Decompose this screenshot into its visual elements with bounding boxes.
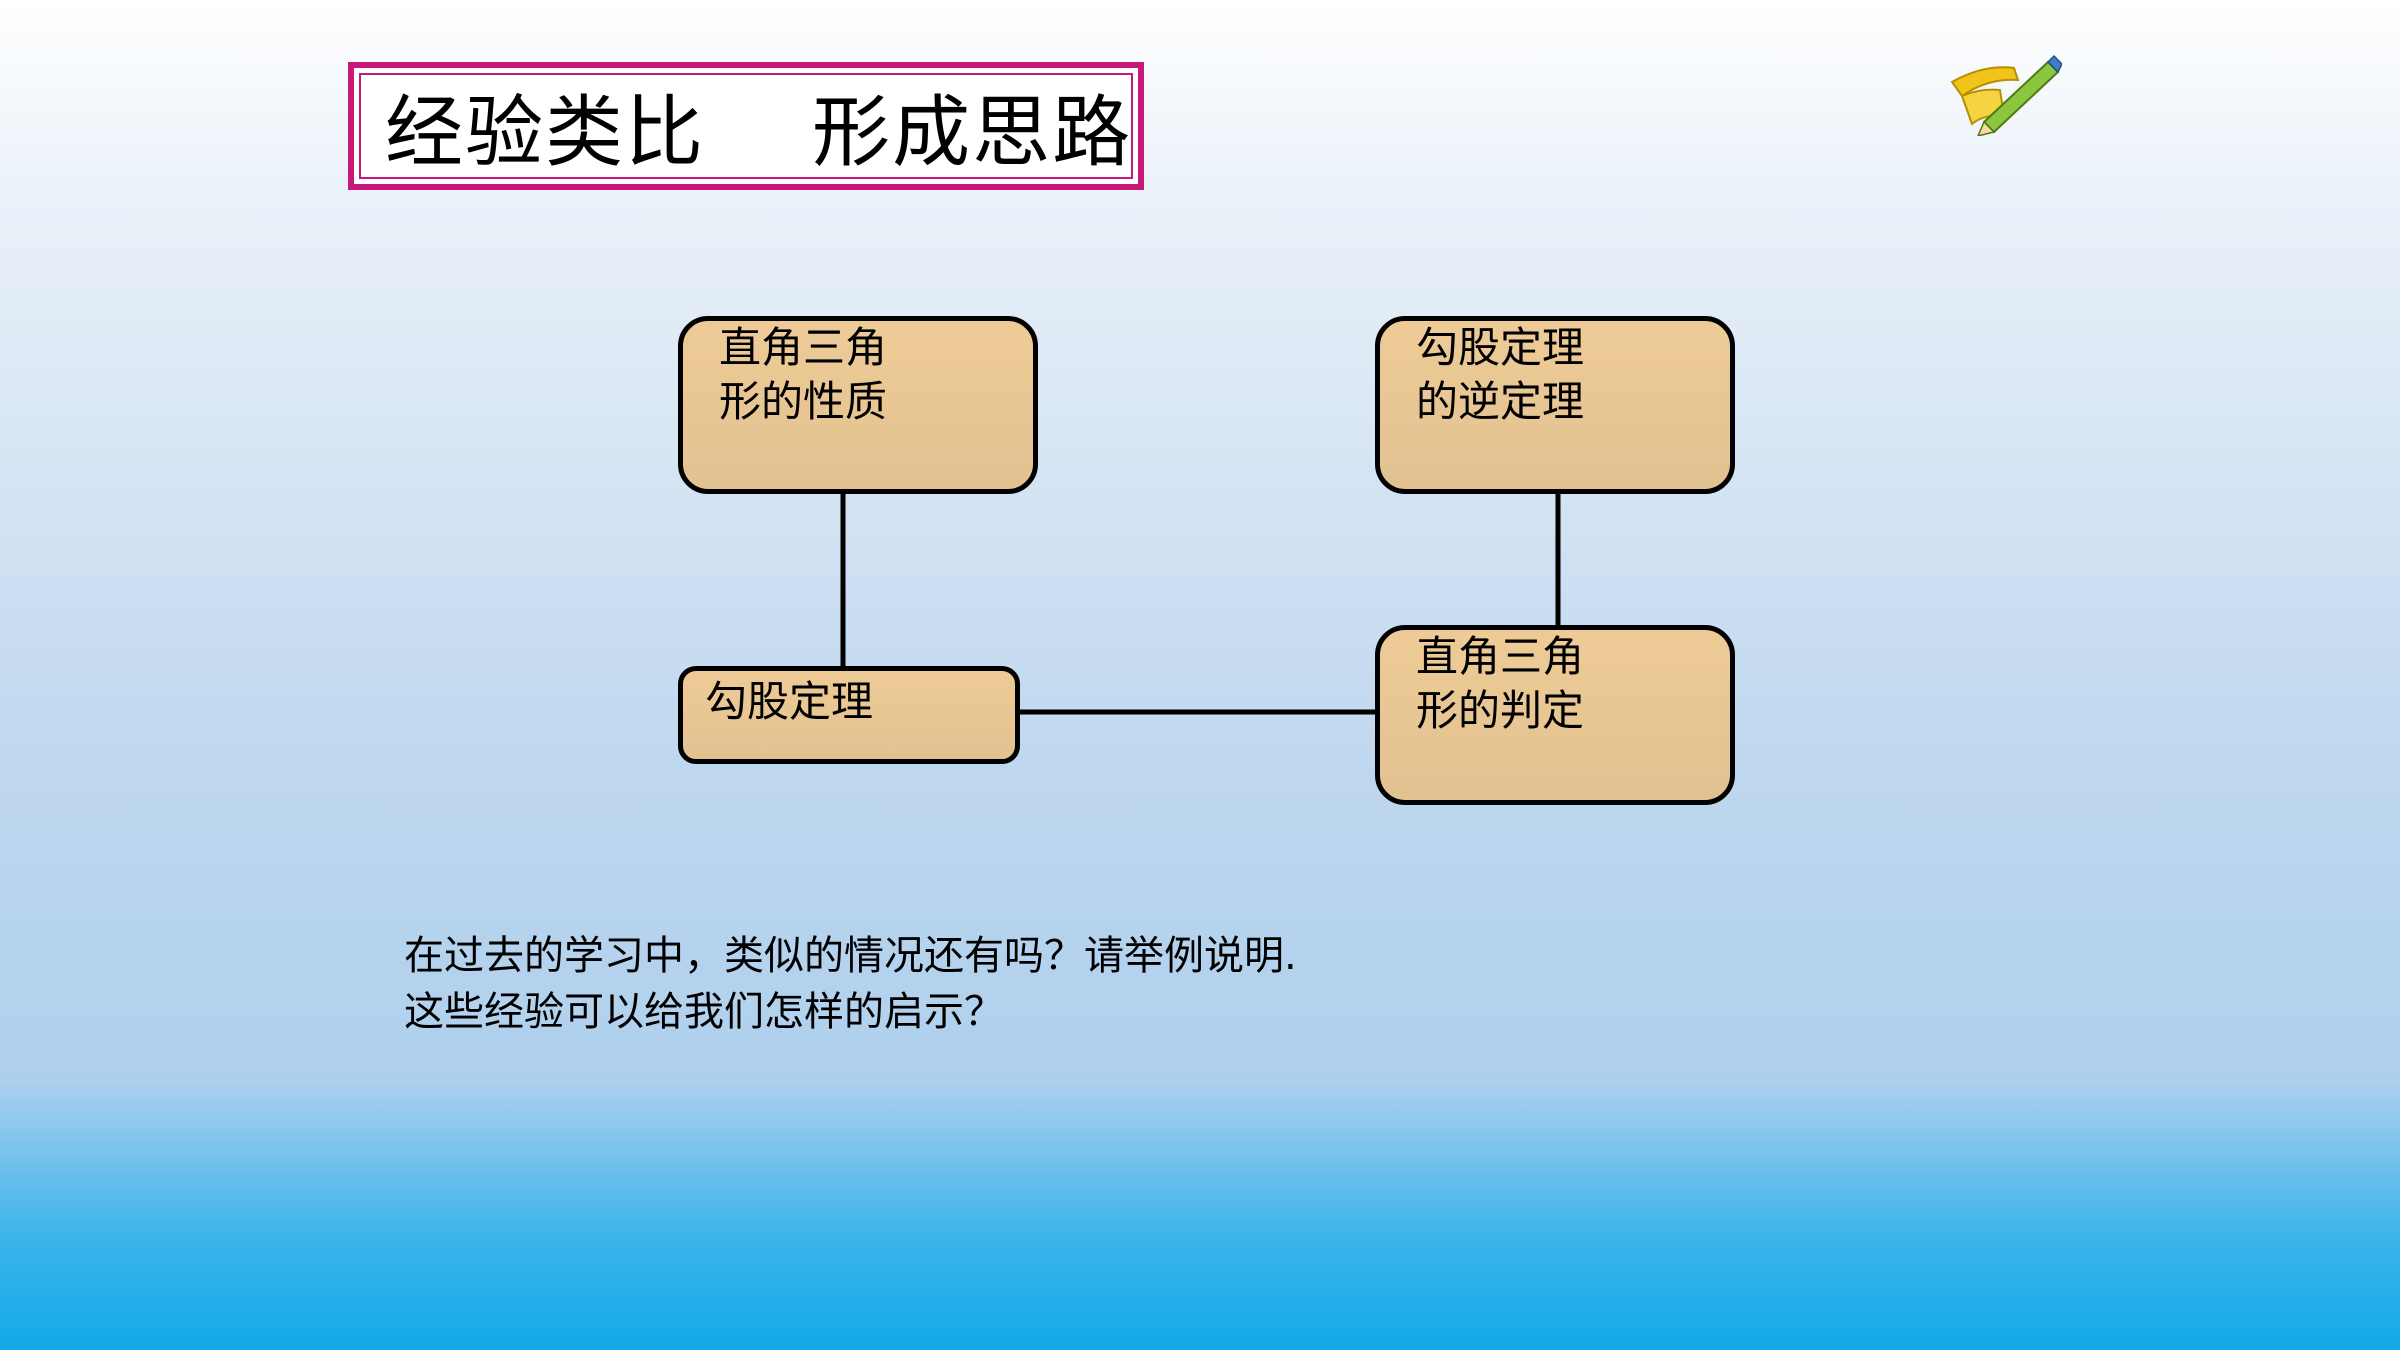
node-label: 勾股定理 xyxy=(705,677,874,726)
node-pythagorean-converse: 勾股定理 的逆定理 xyxy=(1375,316,1735,494)
node-right-triangle-criteria: 直角三角 形的判定 xyxy=(1375,625,1735,805)
slide-title-box: 经验类比 形成思路 xyxy=(348,62,1144,190)
ruler-pencil-icon xyxy=(1950,54,2062,136)
node-label: 直角三角 形的判定 xyxy=(1416,632,1585,735)
node-label: 勾股定理 的逆定理 xyxy=(1416,323,1585,426)
question-line-2: 这些经验可以给我们怎样的启示？ xyxy=(404,989,1004,1035)
node-label: 直角三角 形的性质 xyxy=(719,323,888,426)
slide-title: 经验类比 形成思路 xyxy=(359,73,1133,179)
node-right-triangle-properties: 直角三角 形的性质 xyxy=(678,316,1038,494)
question-text: 在过去的学习中，类似的情况还有吗？请举例说明. 这些经验可以给我们怎样的启示？ xyxy=(404,928,1297,1040)
node-pythagorean-theorem: 勾股定理 xyxy=(678,666,1020,764)
question-line-1: 在过去的学习中，类似的情况还有吗？请举例说明. xyxy=(404,933,1297,979)
